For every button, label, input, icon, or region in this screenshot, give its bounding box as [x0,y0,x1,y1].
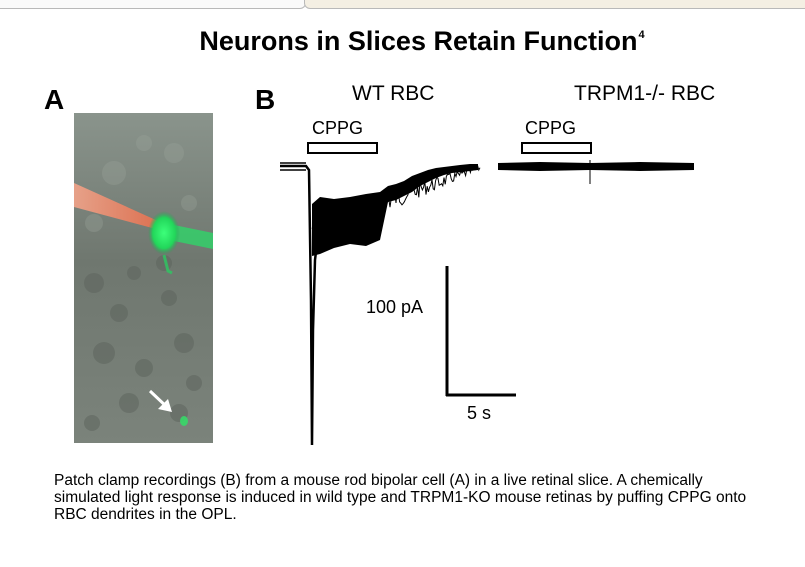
cell-soma [148,211,180,255]
dendrite-spot [180,416,188,426]
figure-caption: Patch clamp recordings (B) from a mouse … [54,472,747,523]
arrow-icon [148,389,172,412]
micrograph-image [74,113,213,443]
ko-label: TRPM1-/- RBC [574,82,716,105]
panel-a-label: A [44,84,65,115]
wt-label: WT RBC [352,82,435,105]
ko-trace [498,160,694,184]
ko-stim-bar [521,142,592,154]
wt-stim-label: CPPG [312,118,364,138]
scale-time-label: 5 s [467,403,492,423]
panel-b-label: B [255,84,276,115]
window-top-bar [0,0,805,10]
micrograph-svg [74,113,213,443]
slide-title-text: Neurons in Slices Retain Function [199,26,638,56]
pipette-shape [74,183,158,229]
slide-title: Neurons in Slices Retain Function4 [0,26,805,57]
scale-bar [445,266,516,397]
ko-stim-label: CPPG [525,118,577,138]
title-reference: 4 [638,29,645,41]
wt-trace [280,162,481,446]
tab-right[interactable] [304,0,805,9]
wt-stim-bar [307,142,378,154]
scale-current-label: 100 pA [366,297,424,317]
